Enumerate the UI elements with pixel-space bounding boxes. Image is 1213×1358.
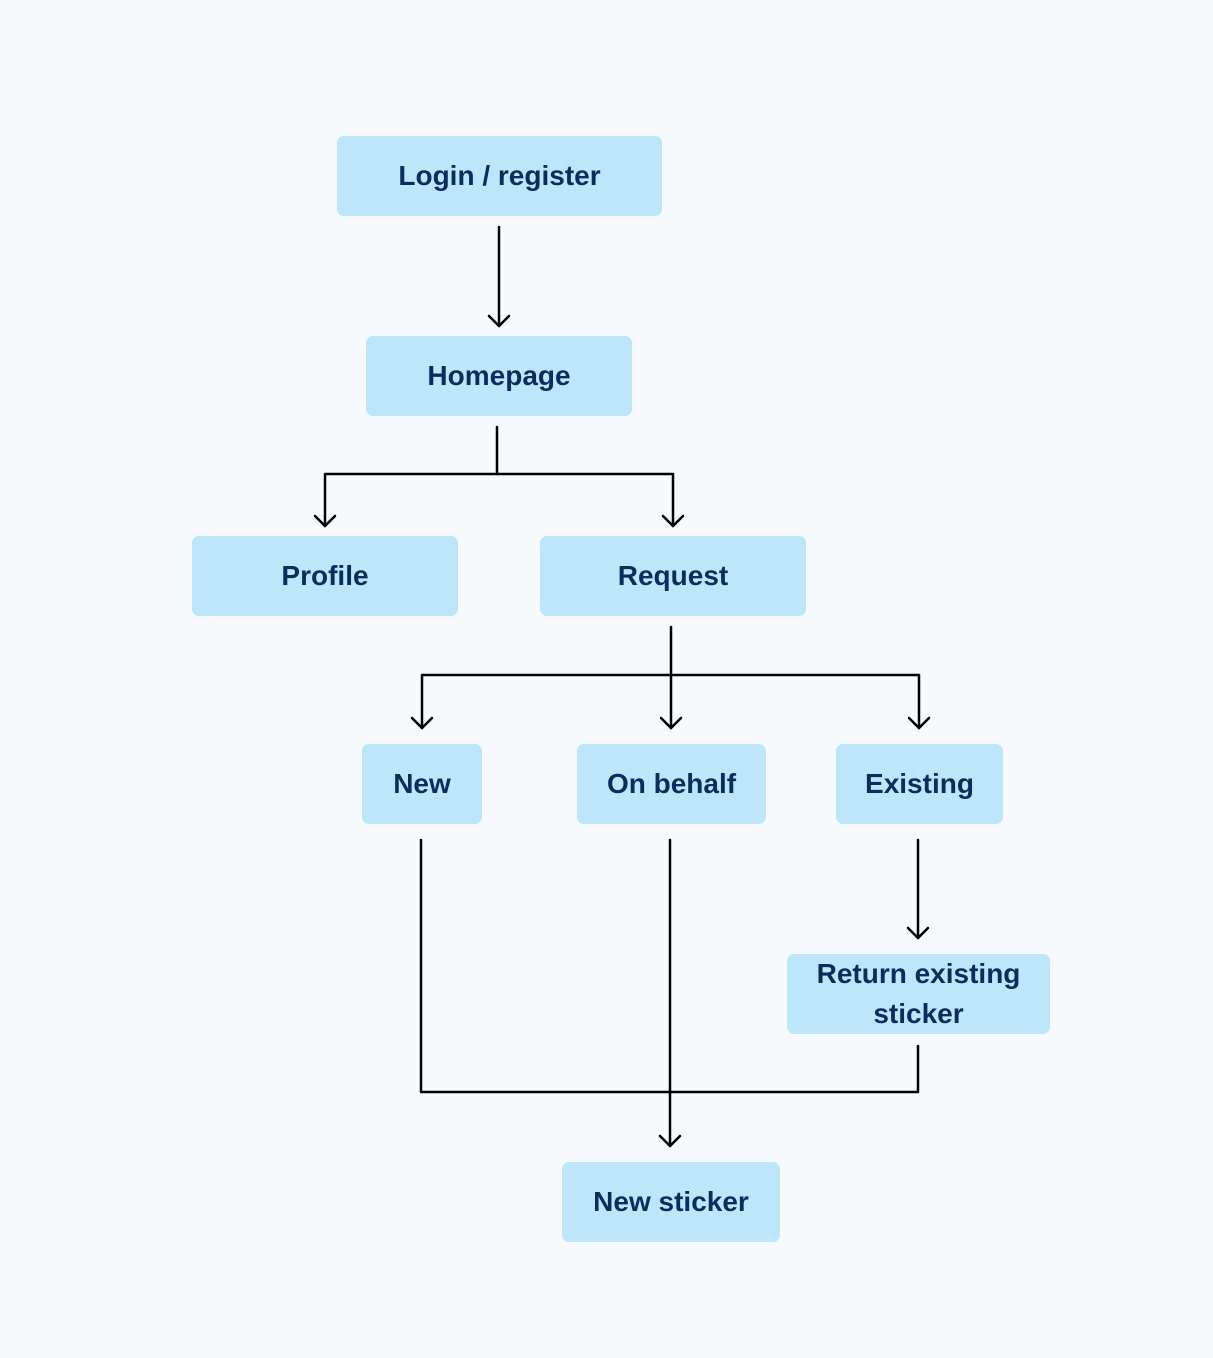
arrowhead-return <box>906 926 930 940</box>
arrowhead-profile <box>313 514 337 528</box>
node-profile[interactable]: Profile <box>192 536 458 616</box>
node-existing[interactable]: Existing <box>836 744 1003 824</box>
arrowhead-homepage <box>487 314 511 328</box>
arrowhead-request <box>661 514 685 528</box>
arrowhead-on-behalf <box>659 716 683 730</box>
node-login-register-label: Login / register <box>398 160 601 191</box>
arrowhead-new <box>410 716 434 730</box>
node-request[interactable]: Request <box>540 536 806 616</box>
node-return-existing-sticker[interactable]: Return existing sticker <box>787 954 1050 1034</box>
node-existing-label: Existing <box>865 768 974 799</box>
node-profile-label: Profile <box>281 560 369 591</box>
node-new-sticker-label: New sticker <box>593 1186 749 1217</box>
arrowhead-new-sticker <box>658 1134 682 1148</box>
node-new-sticker[interactable]: New sticker <box>562 1162 780 1242</box>
connector-homepage-branch <box>323 472 675 528</box>
node-on-behalf-label: On behalf <box>606 768 737 799</box>
node-login-register[interactable]: Login / register <box>337 136 662 216</box>
node-new[interactable]: New <box>362 744 482 824</box>
node-homepage[interactable]: Homepage <box>366 336 632 416</box>
node-request-label: Request <box>617 560 729 591</box>
node-new-label: New <box>393 768 451 799</box>
connector-request-branch <box>420 673 921 730</box>
node-return-existing-sticker-label: Return existing sticker <box>816 958 1021 1029</box>
node-homepage-label: Homepage <box>427 360 571 391</box>
node-on-behalf[interactable]: On behalf <box>577 744 766 824</box>
arrowhead-existing <box>907 716 931 730</box>
